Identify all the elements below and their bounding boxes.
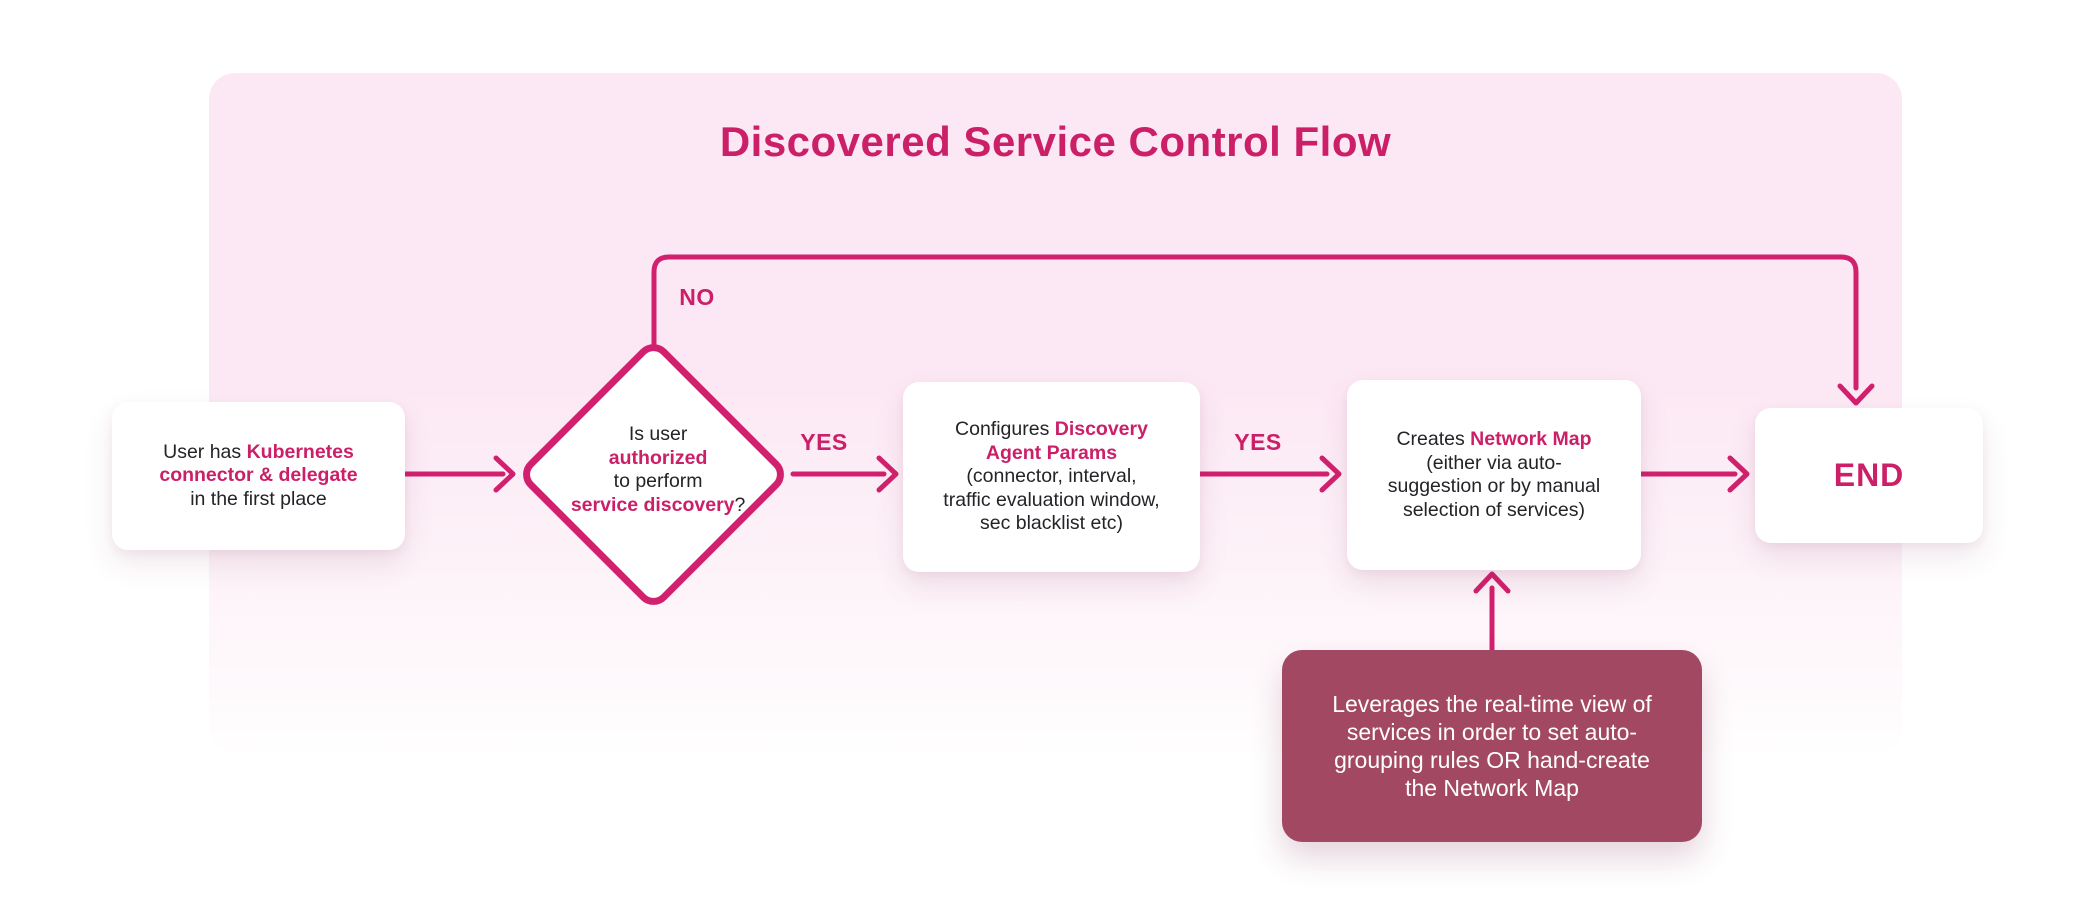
page-title: Discovered Service Control Flow — [719, 118, 1392, 165]
node-text: Creates Network Map(either via auto-sugg… — [1387, 428, 1601, 521]
node-text: END — [1833, 456, 1905, 493]
edge-label-yes-configure: YES — [800, 429, 848, 455]
edge-label-yes-create: YES — [1234, 429, 1282, 455]
edge-label-no: NO — [679, 284, 715, 310]
node-creates-network-map: Creates Network Map(either via auto-sugg… — [1347, 380, 1641, 570]
node-end: END — [1755, 408, 1983, 543]
